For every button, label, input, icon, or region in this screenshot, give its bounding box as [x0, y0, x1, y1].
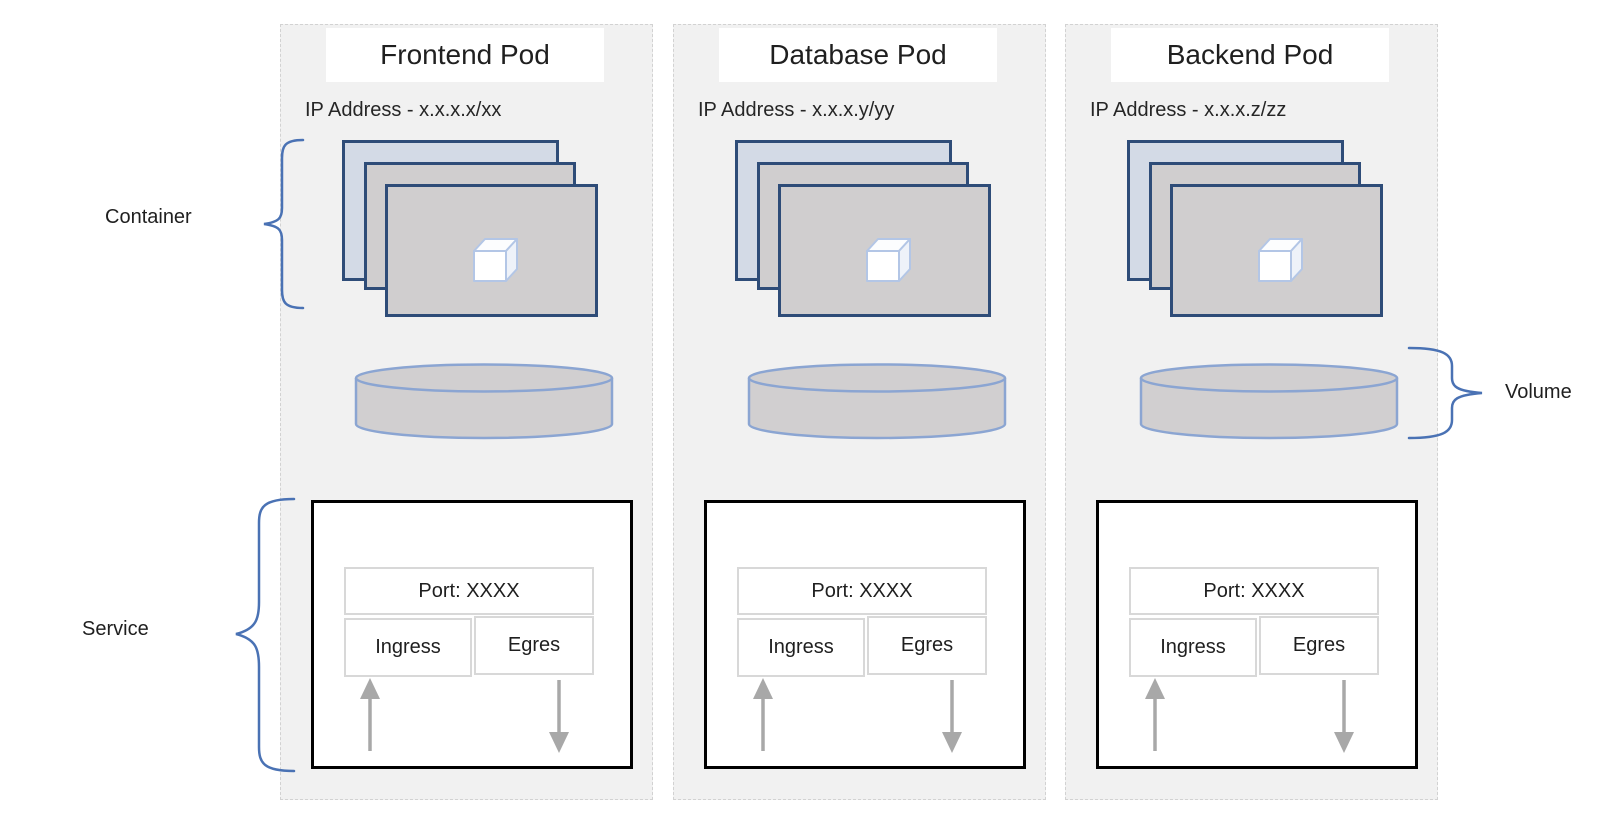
port-box: Port: XXXX	[737, 567, 987, 615]
volume-label: Volume	[1505, 381, 1572, 403]
ingress-box: Ingress	[344, 618, 472, 677]
volume-cylinder-icon	[1139, 363, 1399, 440]
cube-icon	[866, 238, 911, 282]
ingress-arrow-icon	[751, 678, 775, 752]
volume-cylinder-icon	[747, 363, 1007, 440]
service-box: Port: XXXX Ingress Egres	[1096, 500, 1418, 769]
port-box: Port: XXXX	[1129, 567, 1379, 615]
egress-box: Egres	[867, 616, 987, 675]
pod-frontend: Frontend Pod IP Address - x.x.x.x/xx Por…	[280, 24, 653, 800]
cube-icon	[1258, 238, 1303, 282]
pod-ip-address: IP Address - x.x.x.x/xx	[305, 99, 502, 121]
container-brace-icon	[263, 138, 305, 310]
egress-arrow-icon	[1332, 679, 1356, 753]
pod-title: Database Pod	[719, 28, 997, 82]
volume-brace-icon	[1407, 346, 1483, 440]
pod-ip-address: IP Address - x.x.x.z/zz	[1090, 99, 1287, 121]
ingress-box: Ingress	[737, 618, 865, 677]
egress-arrow-icon	[547, 679, 571, 753]
container-rect-front	[1170, 184, 1383, 317]
cube-icon	[473, 238, 518, 282]
egress-box: Egres	[474, 616, 594, 675]
egress-arrow-icon	[940, 679, 964, 753]
volume-cylinder-icon	[354, 363, 614, 440]
service-box: Port: XXXX Ingress Egres	[311, 500, 633, 769]
service-brace-icon	[235, 497, 296, 773]
pod-backend: Backend Pod IP Address - x.x.x.z/zz Port…	[1065, 24, 1438, 800]
pod-database: Database Pod IP Address - x.x.x.y/yy Por…	[673, 24, 1046, 800]
port-box: Port: XXXX	[344, 567, 594, 615]
ingress-arrow-icon	[1143, 678, 1167, 752]
container-label: Container	[105, 206, 192, 228]
egress-box: Egres	[1259, 616, 1379, 675]
ingress-box: Ingress	[1129, 618, 1257, 677]
pod-title: Frontend Pod	[326, 28, 604, 82]
service-box: Port: XXXX Ingress Egres	[704, 500, 1026, 769]
container-rect-front	[778, 184, 991, 317]
container-rect-front	[385, 184, 598, 317]
pod-title: Backend Pod	[1111, 28, 1389, 82]
pod-ip-address: IP Address - x.x.x.y/yy	[698, 99, 895, 121]
service-label: Service	[82, 618, 149, 640]
ingress-arrow-icon	[358, 678, 382, 752]
